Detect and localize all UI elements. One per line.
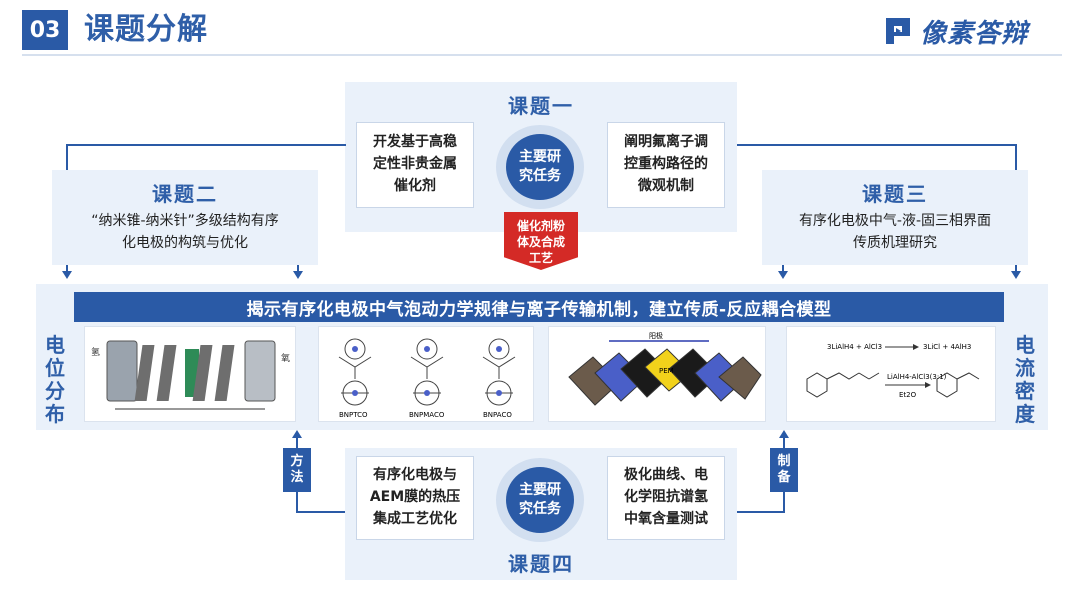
arrow-down-icon	[778, 271, 788, 279]
reaction-reagent: LiAlH4-AlCl3(3:1)	[887, 373, 947, 381]
brand-logo: 像素答辩	[884, 14, 1029, 49]
side-label-right: 电流密度	[1015, 333, 1035, 426]
arrow-up-icon	[779, 430, 789, 438]
topic2-connector	[297, 265, 299, 273]
anode-label: 阳极	[649, 331, 663, 340]
membrane-assembly-figure: 阳极 PEM	[548, 326, 766, 422]
central-banner: 揭示有序化电极中气泡动力学规律与离子传输机制，建立传质-反应耦合模型	[74, 292, 1004, 322]
electrolyzer-figure: 氢 氧	[84, 326, 296, 422]
molecule-label-2: BNPMACO	[409, 411, 445, 419]
topic1-left-box: 开发基于高稳定性非贵金属催化剂	[356, 122, 474, 208]
oxygen-label: 氧	[281, 352, 290, 364]
topic3-title: 课题三	[862, 182, 928, 206]
connector-left-h	[66, 144, 346, 146]
section-number: 03	[22, 10, 68, 50]
method-connector-h	[296, 511, 348, 513]
topic1-right-box: 阐明氟离子调控重构路径的微观机制	[607, 122, 725, 208]
logo-text: 像素答辩	[920, 18, 1029, 49]
hydrogen-label: 氢	[91, 346, 100, 358]
prep-connector-h	[737, 511, 785, 513]
page-title: 课题分解	[84, 12, 208, 47]
pem-label: PEM	[659, 367, 674, 375]
catalyst-tag: 催化剂粉体及合成工艺	[504, 212, 578, 270]
topic4-title: 课题四	[508, 552, 574, 576]
topic2-description: “纳米锥-纳米针”多级结构有序化电极的构筑与优化	[91, 213, 279, 252]
prep-tag: 制备	[770, 448, 798, 492]
molecule-label-3: BNPACO	[483, 411, 512, 419]
arrow-up-icon	[292, 430, 302, 438]
topic2-title: 课题二	[152, 182, 218, 206]
topic4-center-circle: 主要研究任务	[496, 458, 584, 542]
topic3-description: 有序化电极中气-液-固三相界面传质机理研究	[798, 213, 992, 252]
topic3-panel	[762, 170, 1028, 265]
reaction-products: 3LiCl + 4AlH3	[923, 343, 971, 351]
topic1-center-circle: 主要研究任务	[496, 125, 584, 209]
topic4-right-box: 极化曲线、电化学阻抗谱氢中氧含量测试	[607, 456, 725, 540]
topic2-panel	[52, 170, 318, 265]
molecule-figure: BNPTCO BNPMACO BNPACO	[318, 326, 534, 422]
method-tag: 方法	[283, 448, 311, 492]
side-label-left: 电位分布	[45, 333, 65, 426]
arrow-down-icon	[1011, 271, 1021, 279]
reaction-solvent: Et2O	[899, 391, 917, 399]
header-divider	[22, 54, 1062, 56]
arrow-down-icon	[62, 271, 72, 279]
arrow-down-icon	[293, 271, 303, 279]
topic1-title: 课题一	[508, 94, 574, 118]
reaction-scheme-figure: 3LiAlH4 + AlCl3 3LiCl + 4AlH3 LiAlH4-AlC…	[786, 326, 996, 422]
topic3-connector	[782, 265, 784, 273]
connector-right-h	[737, 144, 1017, 146]
logo-icon	[884, 16, 914, 46]
reaction-reactants: 3LiAlH4 + AlCl3	[827, 343, 882, 351]
molecule-label-1: BNPTCO	[339, 411, 368, 419]
